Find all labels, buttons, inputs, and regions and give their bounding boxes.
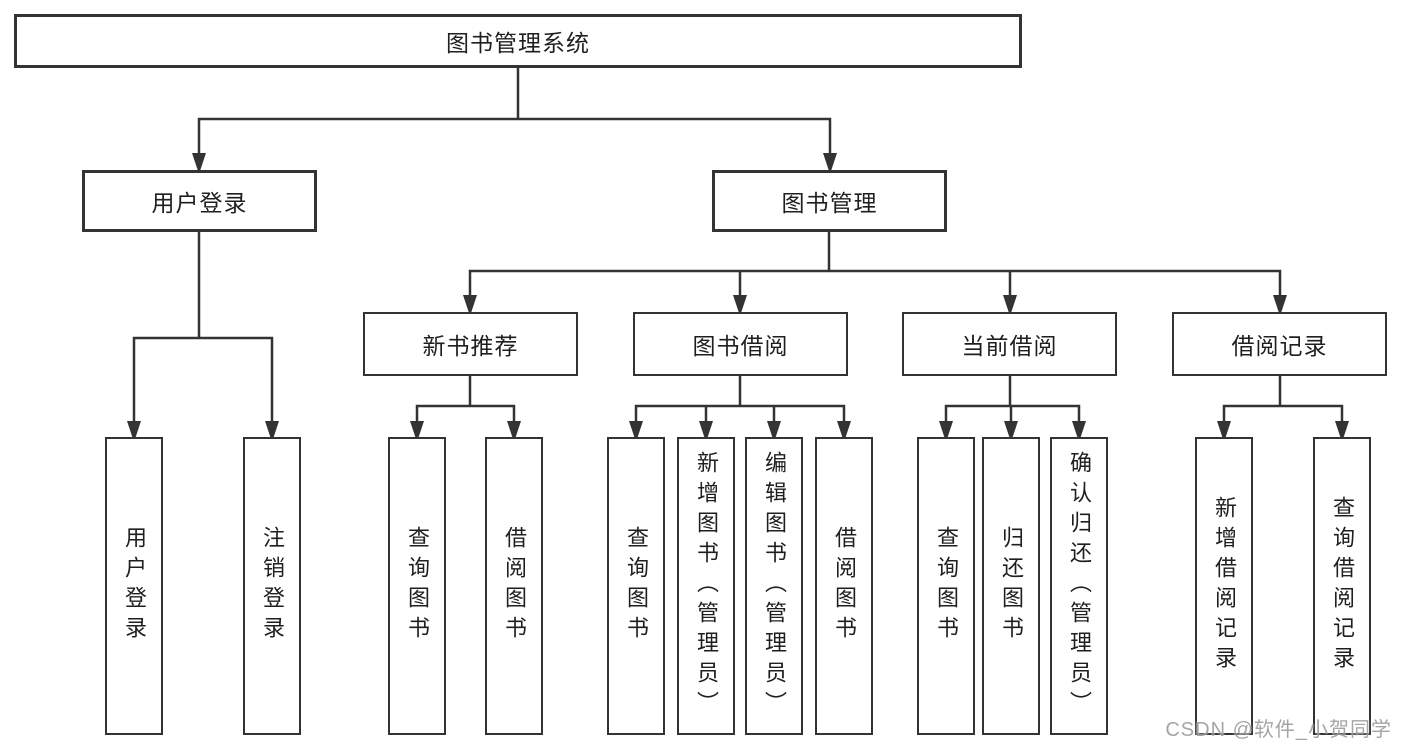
node-label: 当前借阅: [961, 333, 1058, 359]
node-label: 新增图书（管理员）: [694, 451, 719, 721]
leaf-edit-books-admin: 编辑图书（管理员）: [745, 437, 803, 735]
node-label: 借阅图书: [502, 526, 527, 646]
node-label: 借阅图书: [832, 526, 857, 646]
node-label: 图书借阅: [692, 333, 789, 359]
node-book-borrowing: 图书借阅: [633, 312, 848, 376]
leaf-borrow-books-1: 借阅图书: [485, 437, 543, 735]
leaf-user-login: 用户登录: [105, 437, 163, 735]
node-label: 图书管理: [781, 190, 878, 216]
node-user-login: 用户登录: [82, 170, 317, 232]
node-label: 查询图书: [624, 526, 649, 646]
leaf-add-borrow-record: 新增借阅记录: [1195, 437, 1253, 735]
leaf-query-books-1: 查询图书: [388, 437, 446, 735]
node-label: 归还图书: [999, 526, 1024, 646]
node-label: 注销登录: [260, 526, 285, 646]
node-borrowing-records: 借阅记录: [1172, 312, 1387, 376]
node-book-management: 图书管理: [712, 170, 947, 232]
node-label: 查询图书: [405, 526, 430, 646]
node-label: 查询借阅记录: [1330, 496, 1355, 676]
leaf-add-books-admin: 新增图书（管理员）: [677, 437, 735, 735]
leaf-return-books: 归还图书: [982, 437, 1040, 735]
leaf-query-books-2: 查询图书: [607, 437, 665, 735]
node-label: 图书管理系统: [446, 30, 590, 56]
node-label: 确认归还（管理员）: [1067, 451, 1092, 721]
node-label: 借阅记录: [1231, 333, 1328, 359]
leaf-logout: 注销登录: [243, 437, 301, 735]
csdn-watermark: CSDN @软件_小贺同学: [1165, 719, 1392, 741]
node-label: 新书推荐: [422, 333, 519, 359]
node-label: 编辑图书（管理员）: [762, 451, 787, 721]
node-library-management-system: 图书管理系统: [14, 14, 1022, 68]
node-label: 用户登录: [151, 190, 248, 216]
leaf-borrow-books-2: 借阅图书: [815, 437, 873, 735]
leaf-query-borrow-record: 查询借阅记录: [1313, 437, 1371, 735]
leaf-query-books-3: 查询图书: [917, 437, 975, 735]
node-new-book-recommendation: 新书推荐: [363, 312, 578, 376]
node-current-borrowing: 当前借阅: [902, 312, 1117, 376]
leaf-confirm-return-admin: 确认归还（管理员）: [1050, 437, 1108, 735]
node-label: 新增借阅记录: [1212, 496, 1237, 676]
node-label: 用户登录: [122, 526, 147, 646]
node-label: 查询图书: [934, 526, 959, 646]
